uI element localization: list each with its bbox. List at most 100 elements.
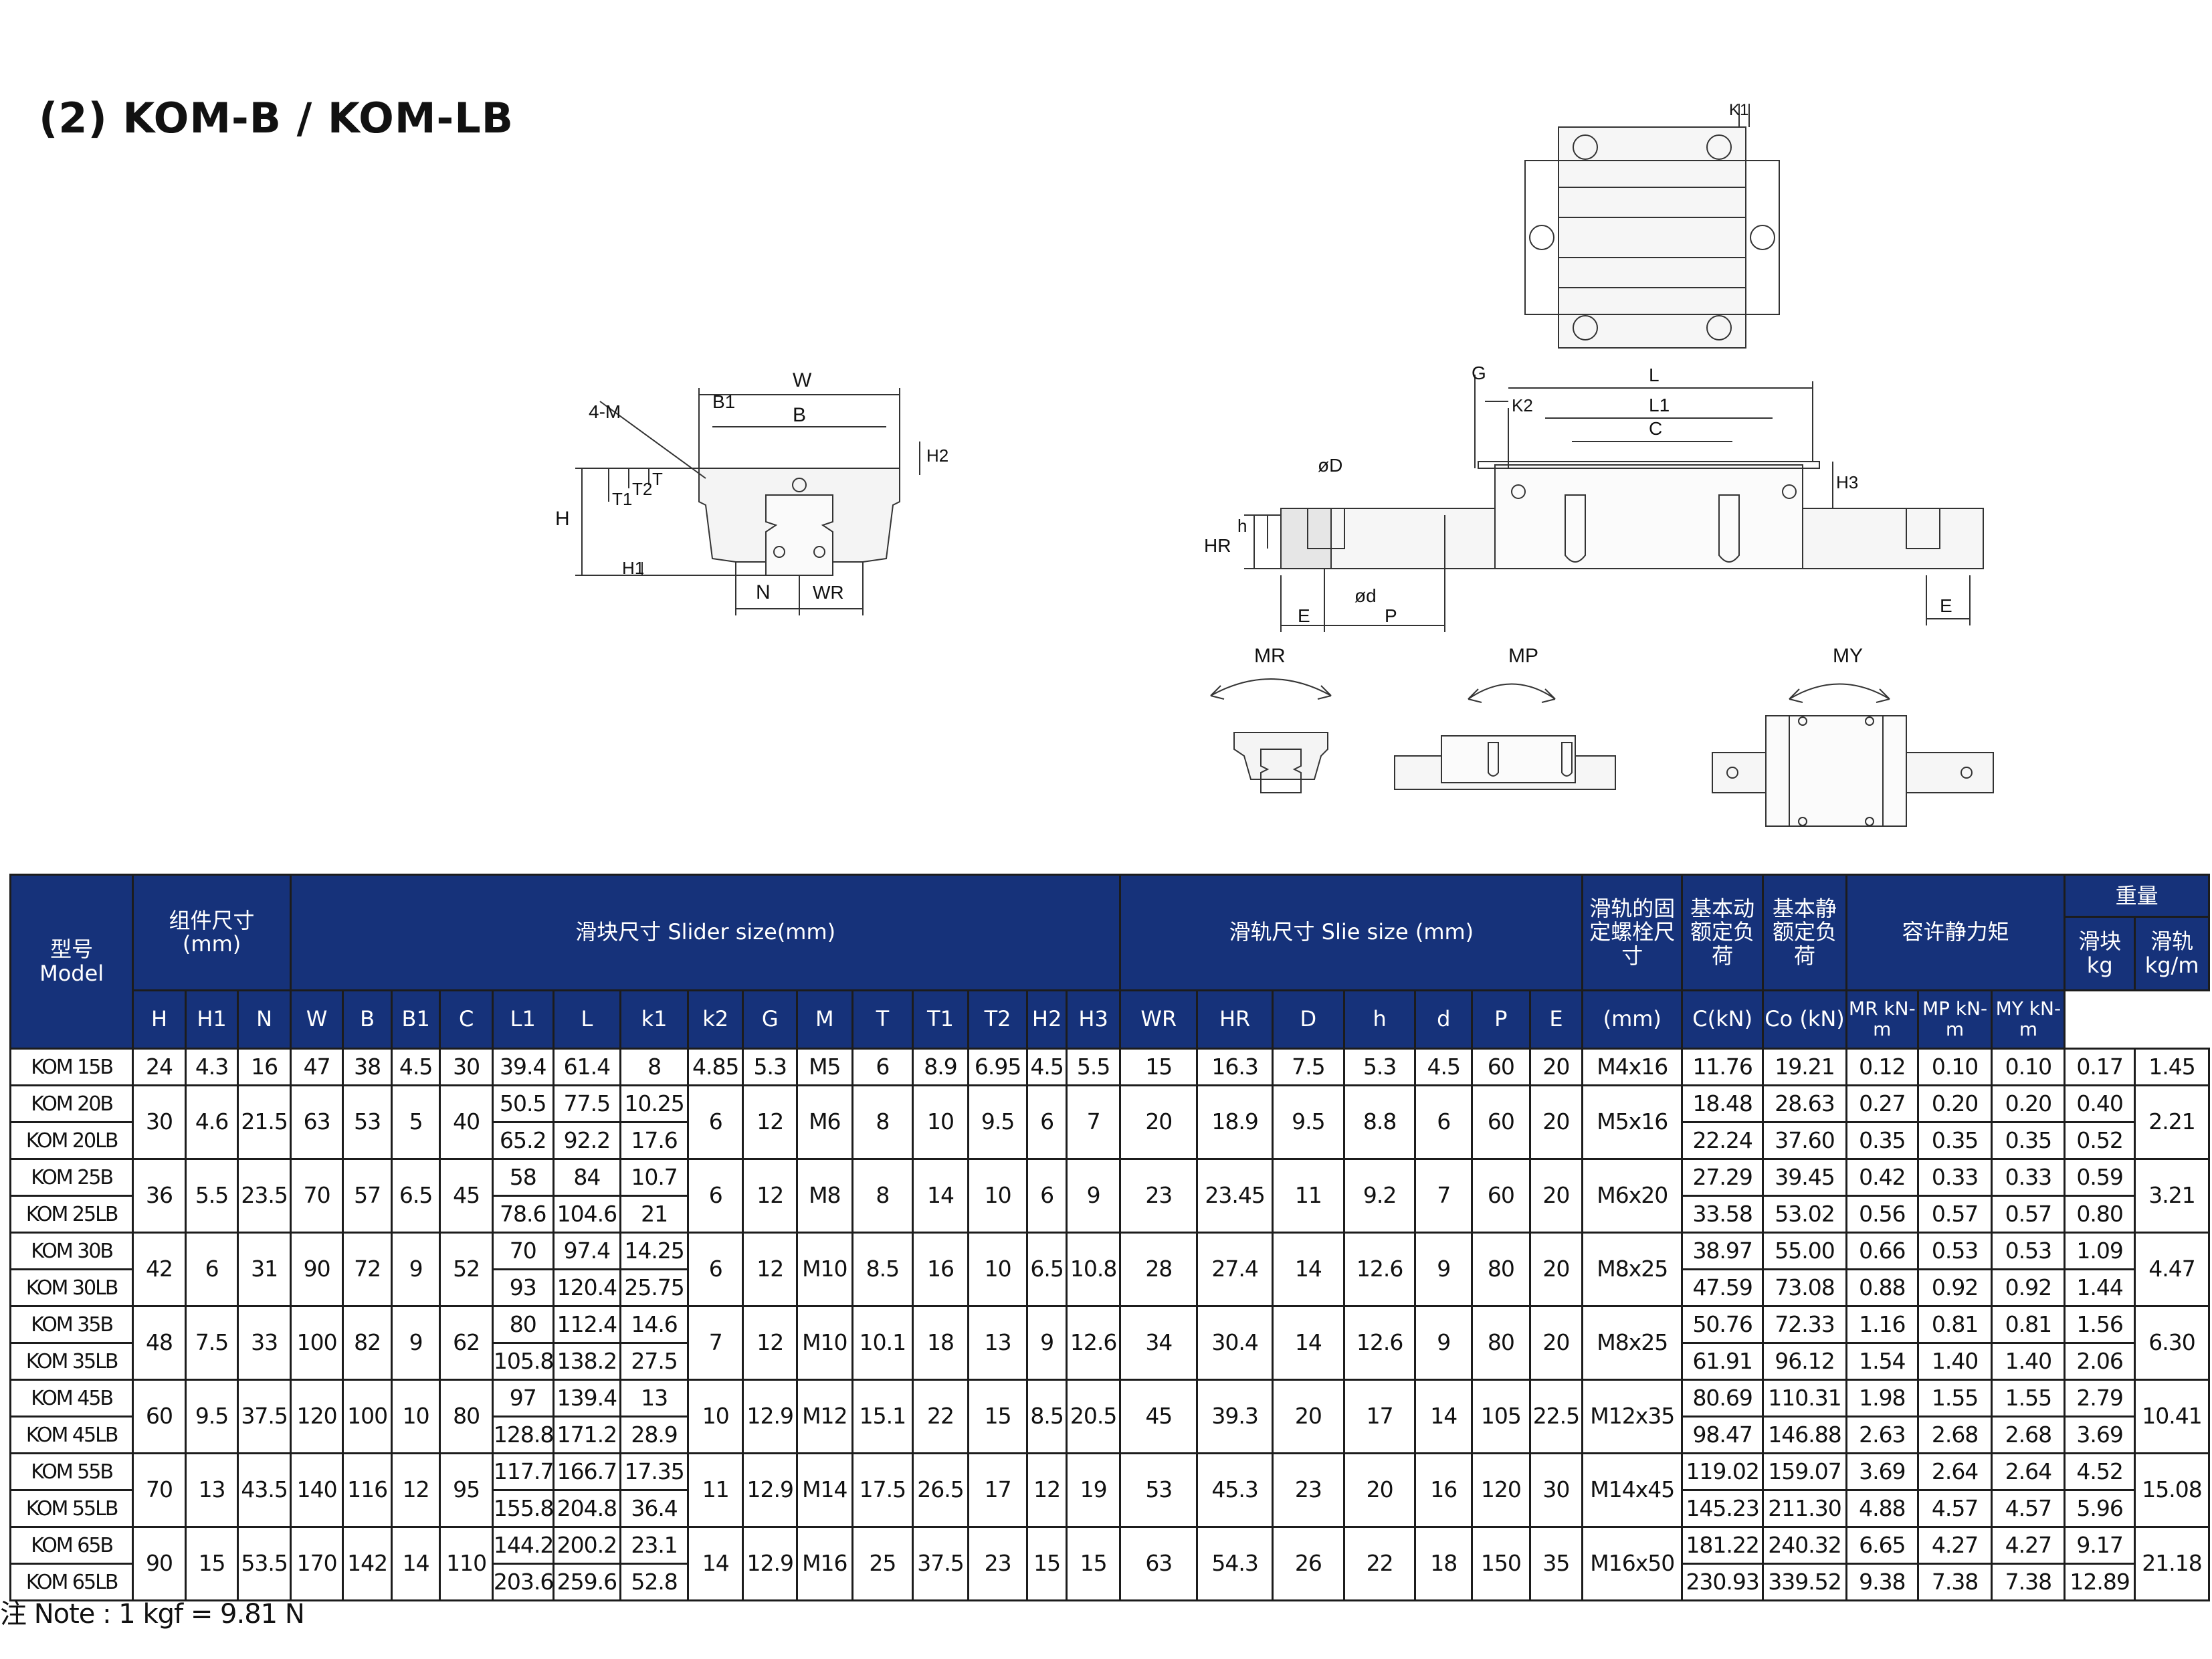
cell-p: 105: [1471, 1379, 1531, 1454]
cell-bolt: M5x16: [1581, 1084, 1684, 1160]
cell-hr: 27.4: [1196, 1232, 1274, 1307]
cell-c: 52: [439, 1232, 494, 1307]
cell-w: 140: [289, 1452, 344, 1528]
cell-d: 18: [1414, 1526, 1474, 1601]
th-col-mr: MR kN-m: [1845, 989, 1919, 1050]
cell-co: 211.30: [1762, 1489, 1847, 1528]
cell-k2: 6: [686, 1158, 744, 1234]
cell-kg: 0.17: [2064, 1048, 2136, 1086]
dim-h3-label: H3: [1836, 472, 1858, 492]
cell-h: 42: [132, 1232, 187, 1307]
cell-c: 80.69: [1681, 1379, 1765, 1418]
cell-kg: 1.44: [2064, 1268, 2136, 1307]
cell-k1: 25.75: [619, 1268, 689, 1307]
cell-n: 31: [237, 1232, 292, 1307]
th-col-my: MY kN-m: [1991, 989, 2066, 1050]
cell-m: M5: [796, 1048, 853, 1086]
cell-bolt: M8x25: [1581, 1232, 1684, 1307]
cell-l1: 93: [491, 1268, 555, 1307]
cell-w: 47: [289, 1048, 344, 1086]
cell-h: 70: [132, 1452, 187, 1528]
cell-model: KOM 15B: [9, 1048, 134, 1086]
cell-wr: 34: [1119, 1305, 1199, 1381]
cell-p: 60: [1471, 1084, 1531, 1160]
cell-k1: 14.6: [619, 1305, 689, 1344]
cell-my: 4.27: [1991, 1526, 2066, 1565]
cell-l: 138.2: [552, 1342, 622, 1381]
dim-h-small-label: h: [1237, 516, 1247, 536]
cell-d: 14: [1271, 1232, 1345, 1307]
cell-co: 28.63: [1762, 1084, 1847, 1123]
cell-t1: 18: [912, 1305, 969, 1381]
cell-wr: 15: [1119, 1048, 1199, 1086]
cell-n: 16: [237, 1048, 292, 1086]
cell-mp: 0.92: [1916, 1268, 1993, 1307]
cell-model: KOM 45B: [9, 1379, 134, 1418]
cell-n: 53.5: [237, 1526, 292, 1601]
moment-my-label: MY: [1833, 645, 1863, 667]
cell-kg: 0.59: [2064, 1158, 2136, 1197]
cell-l1: 50.5: [491, 1084, 555, 1123]
th-col-k1: k1: [619, 989, 689, 1050]
cell-hr: 23.45: [1196, 1158, 1274, 1234]
cell-h: 24: [132, 1048, 187, 1086]
dim-wr-label: WR: [813, 582, 844, 603]
cell-h: 9.2: [1342, 1158, 1417, 1234]
cell-kg: 9.17: [2064, 1526, 2136, 1565]
cell-mp: 0.10: [1916, 1048, 1993, 1086]
cell-h: 12.6: [1342, 1232, 1417, 1307]
cell-h: 5.3: [1342, 1048, 1417, 1086]
th-col-w: W: [289, 989, 344, 1050]
dim-hr-label: HR: [1204, 535, 1231, 556]
th-col-t2: T2: [967, 989, 1029, 1050]
cell-k2: 6: [686, 1232, 744, 1307]
th-col-l: L: [552, 989, 622, 1050]
th-col-h1: H1: [184, 989, 239, 1050]
cell-h3: 12.6: [1065, 1305, 1122, 1381]
cell-t2: 9.5: [967, 1084, 1029, 1160]
cell-c: 33.58: [1681, 1195, 1765, 1234]
cell-k1: 17.35: [619, 1452, 689, 1491]
th-col-p: P: [1471, 989, 1531, 1050]
cell-h2: 6.5: [1026, 1232, 1068, 1307]
cell-my: 1.55: [1991, 1379, 2066, 1418]
page-title: (2) KOM-B / KOM-LB: [39, 94, 514, 142]
cell-e: 30: [1528, 1452, 1584, 1528]
cell-h: 22: [1342, 1526, 1417, 1601]
cell-d: 6: [1414, 1084, 1474, 1160]
th-col-t1: T1: [912, 989, 969, 1050]
cell-t: 8: [851, 1158, 914, 1234]
cell-model: KOM 20B: [9, 1084, 134, 1123]
cell-k2: 6: [686, 1084, 744, 1160]
cell-model: KOM 65B: [9, 1526, 134, 1565]
cell-n: 33: [237, 1305, 292, 1381]
dim-c-label: C: [1649, 418, 1662, 439]
cell-l: 77.5: [552, 1084, 622, 1123]
cell-d: 7: [1414, 1158, 1474, 1234]
cell-t: 8: [851, 1084, 914, 1160]
cell-co: 19.21: [1762, 1048, 1847, 1086]
cell-my: 2.64: [1991, 1452, 2066, 1491]
cell-co: 110.31: [1762, 1379, 1847, 1418]
cell-mp: 0.57: [1916, 1195, 1993, 1234]
cell-t1: 10: [912, 1084, 969, 1160]
cell-b1: 5: [390, 1084, 441, 1160]
cell-l: 84: [552, 1158, 622, 1197]
cell-k1: 27.5: [619, 1342, 689, 1381]
cell-c: 95: [439, 1452, 494, 1528]
cell-c: 38.97: [1681, 1232, 1765, 1270]
th-col-n: N: [237, 989, 292, 1050]
cell-rail-weight: 1.45: [2133, 1048, 2211, 1086]
dim-od-label: øD: [1318, 455, 1342, 476]
cell-k1: 52.8: [619, 1563, 689, 1601]
cell-co: 146.88: [1762, 1416, 1847, 1454]
cell-bolt: M12x35: [1581, 1379, 1684, 1454]
cell-k1: 10.7: [619, 1158, 689, 1197]
cell-k2: 11: [686, 1452, 744, 1528]
cell-d: 20: [1271, 1379, 1345, 1454]
